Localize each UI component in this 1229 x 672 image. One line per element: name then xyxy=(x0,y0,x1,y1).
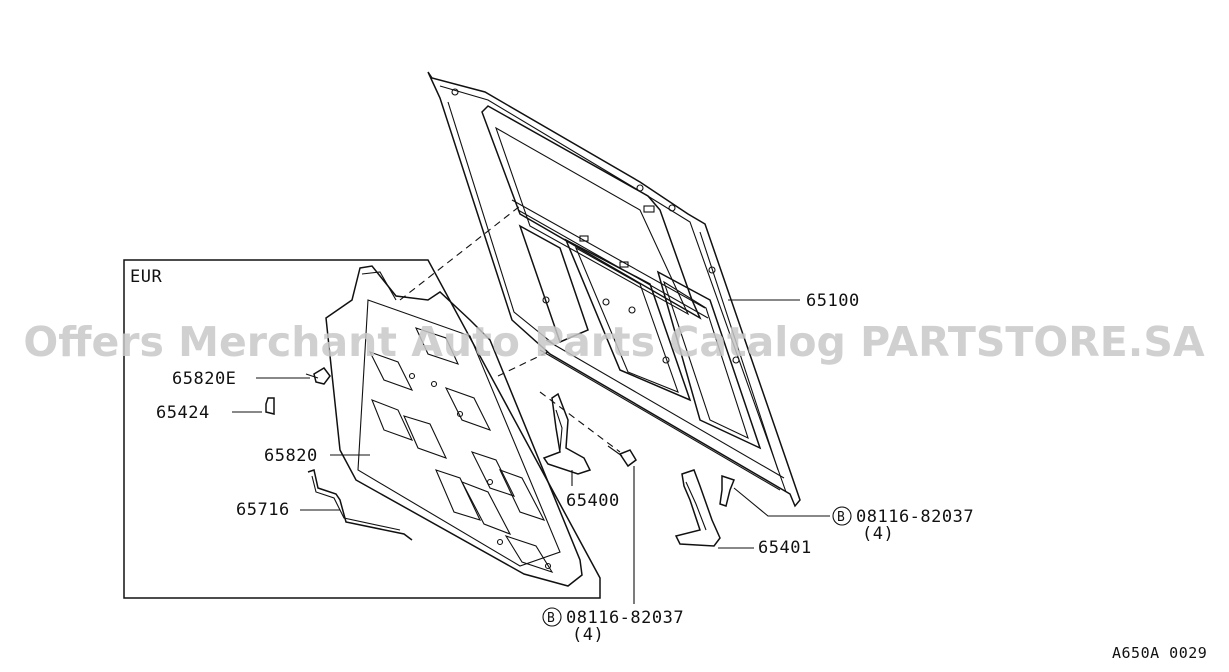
svg-text:B: B xyxy=(547,611,555,626)
label-bolt-lower: 08116-82037 xyxy=(566,608,684,628)
bolt-lower[interactable] xyxy=(607,445,637,468)
hood-panel[interactable] xyxy=(427,71,801,508)
label-65424: 65424 xyxy=(156,403,210,423)
hinge-left[interactable] xyxy=(542,392,592,475)
diagram-code: A650A 0029 xyxy=(1112,644,1207,662)
hood-insulator[interactable] xyxy=(325,265,583,587)
assembly-guide-lines xyxy=(399,205,621,453)
svg-text:B: B xyxy=(837,510,845,525)
bolt-marker-upper: B xyxy=(832,506,852,526)
label-bolt-upper-qty: (4) xyxy=(862,524,894,544)
label-bolt-lower-qty: (4) xyxy=(572,625,604,645)
inset-label: EUR xyxy=(130,267,162,287)
label-bolt-upper: 08116-82037 xyxy=(856,507,974,527)
support-rod[interactable] xyxy=(307,469,413,541)
leader-lines xyxy=(232,299,830,604)
label-65820: 65820 xyxy=(264,446,318,466)
label-65400: 65400 xyxy=(566,491,620,511)
label-65100: 65100 xyxy=(806,291,860,311)
watermark: Offers Merchant Auto Parts Catalog PARTS… xyxy=(23,318,1205,366)
eur-inset: EUR xyxy=(123,259,601,599)
label-65820E: 65820E xyxy=(172,369,236,389)
seal-part[interactable] xyxy=(265,397,275,415)
part-labels: 65100 65820E 65424 65820 65716 65400 654… xyxy=(156,291,1207,662)
label-65401: 65401 xyxy=(758,538,812,558)
insulator-clip[interactable] xyxy=(305,367,331,385)
hinge-right[interactable] xyxy=(674,469,721,547)
bolt-marker-lower: B xyxy=(542,607,562,627)
bolt-upper[interactable] xyxy=(719,474,735,507)
label-65716: 65716 xyxy=(236,500,290,520)
